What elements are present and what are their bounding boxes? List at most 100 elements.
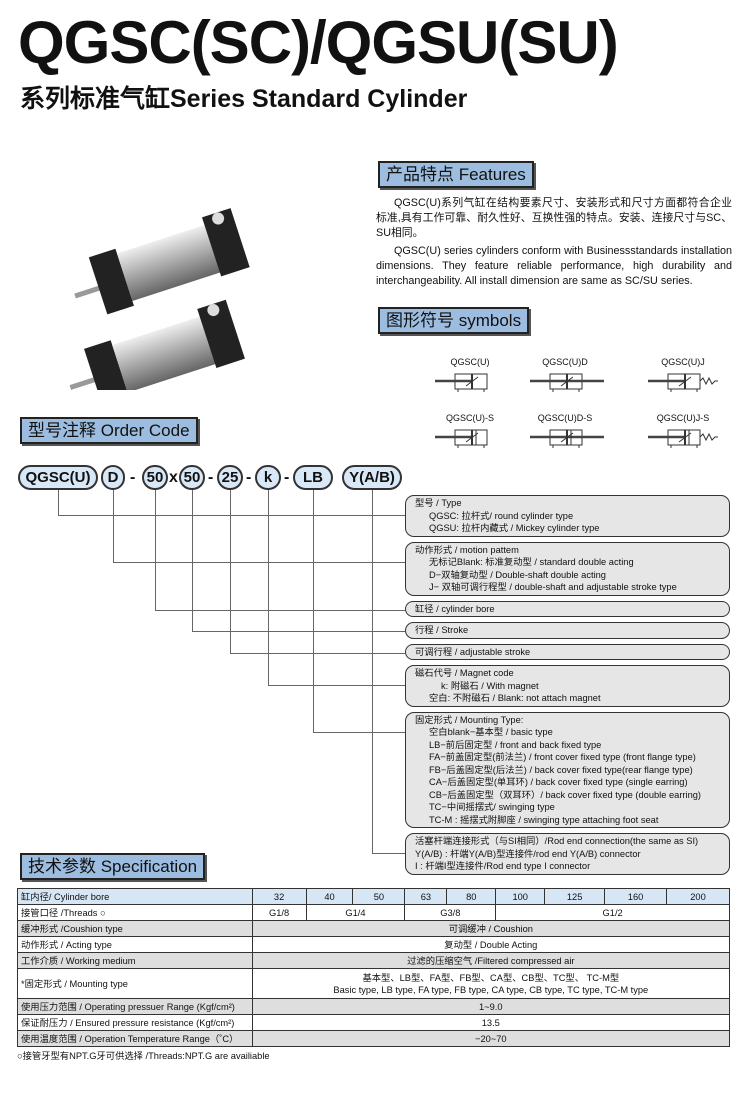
box-line: 缸径 / cylinder bore xyxy=(415,603,495,614)
symbol-label: QGSC(U)D-S xyxy=(537,413,593,423)
features-text: QGSC(U)系列气缸在结构要素尺寸、安装形式和尺寸方面都符合企业标准,具有工作… xyxy=(376,196,732,292)
box-line: 固定形式 / Mounting Type: xyxy=(415,714,524,725)
box-line: 可调行程 / adjustable stroke xyxy=(415,646,531,657)
value-cell: 复动型 / Double Acting xyxy=(251,936,731,953)
connector-line xyxy=(372,853,405,854)
box-line: CB−后盖固定型（双耳环）/ back cover fixed type (do… xyxy=(429,789,702,800)
connector-line xyxy=(113,562,405,563)
features-text-en: QGSC(U) series cylinders conform with Bu… xyxy=(376,245,732,287)
order-code-header: 型号注释 Order Code xyxy=(20,417,198,444)
row-label: *固定形式 / Mounting type xyxy=(17,968,253,999)
row-label: 工作介质 / Working medium xyxy=(17,952,253,969)
code-sep: - xyxy=(208,469,214,486)
box-line: 型号 / Type xyxy=(415,498,462,508)
bore-cell: 200 xyxy=(666,888,730,905)
bore-cell: 80 xyxy=(446,888,497,905)
value-cell: 可调缓冲 / Coushion xyxy=(251,920,731,937)
connector-line xyxy=(313,490,314,732)
symbol-label: QGSC(U)J-S xyxy=(656,413,710,423)
table-row: 保证耐压力 / Ensured pressure resistance (Kgf… xyxy=(17,1014,731,1031)
connector-line xyxy=(58,490,59,515)
cylinder-symbol-icon xyxy=(435,373,488,392)
connector-line xyxy=(313,732,405,733)
box-line: Y(A/B) : 杆端Y(A/B)型连接件/rod end Y(A/B) con… xyxy=(415,848,641,859)
cylinder-symbol-icon xyxy=(530,373,604,392)
symbol-label: QGSC(U)-S xyxy=(446,413,494,423)
symbol-item: QGSC(U)J-S xyxy=(638,413,728,449)
connector-line xyxy=(113,490,114,562)
box-line: TC-M : 摇摆式附脚座 / swinging type attaching … xyxy=(429,814,659,825)
mounting-en: Basic type, LB type, FA type, FB type, C… xyxy=(333,984,649,995)
box-line: 空白blank−基本型 / basic type xyxy=(429,727,553,737)
value-cell: 13.5 xyxy=(251,1014,731,1031)
cylinder-symbol-icon xyxy=(648,429,718,448)
code-motion: D xyxy=(101,465,125,490)
thread-cell: G1/4 xyxy=(305,904,406,921)
box-line: 活塞杆端连接形式（与SI相同）/Rod end connection(the s… xyxy=(415,836,699,846)
connector-line xyxy=(155,609,405,611)
bore-cell: 100 xyxy=(495,888,546,905)
box-line: 动作形式 / motion pattem xyxy=(415,544,519,555)
spec-header: 技术参数 Specification xyxy=(20,853,206,880)
bore-cell: 50 xyxy=(352,888,406,905)
code-mounting: LB xyxy=(293,465,333,490)
cylinder-product-image xyxy=(69,208,250,390)
code-bore: 50 xyxy=(142,465,168,490)
order-code-box: 可调行程 / adjustable stroke xyxy=(405,643,730,660)
box-line: FA−前盖固定型(前法兰) / front cover fixed type (… xyxy=(429,752,696,762)
connector-line xyxy=(372,490,373,853)
value-cell: −20~70 xyxy=(251,1030,731,1047)
connector-line xyxy=(268,685,405,686)
value-cell: 过滤的压缩空气 /Filtered compressed air xyxy=(251,952,731,969)
code-sep: - xyxy=(284,469,290,486)
page-title: QGSC(SC)/QGSU(SU) xyxy=(18,9,619,76)
symbol-label: QGSC(U)J xyxy=(661,357,705,367)
bore-cell: 160 xyxy=(604,888,667,905)
table-row: 使用温度范围 / Operation Temperature Range（˚C）… xyxy=(17,1030,731,1047)
box-line: LB−前后固定型 / front and back fixed type xyxy=(429,739,602,750)
connector-line xyxy=(230,652,405,654)
connector-line xyxy=(58,515,405,516)
thread-cell: G3/8 xyxy=(404,904,497,921)
connector-line xyxy=(192,630,405,632)
order-code-box: 活塞杆端连接形式（与SI相同）/Rod end connection(the s… xyxy=(405,833,730,875)
box-line: 空白: 不附磁石 / Blank: not attach magnet xyxy=(429,693,601,703)
mounting-cn: 基本型、LB型、FA型、FB型、CA型、CB型、TC型、 TC-M型 xyxy=(362,972,620,983)
box-line: k: 附磁石 / With magnet xyxy=(441,680,539,691)
features-text-cn: QGSC(U)系列气缸在结构要素尺寸、安装形式和尺寸方面都符合企业标准,具有工作… xyxy=(376,197,732,239)
row-label: 使用温度范围 / Operation Temperature Range（˚C） xyxy=(17,1030,253,1047)
box-line: QGSU: 拉杆内藏式 / Mickey cylinder type xyxy=(429,523,600,533)
symbol-item: QGSC(U)D xyxy=(520,357,610,393)
code-sep: x xyxy=(169,469,178,486)
code-adjustable-stroke: 25 xyxy=(217,465,243,490)
code-rod-end: Y(A/B) xyxy=(342,465,402,490)
code-sep: - xyxy=(246,469,252,486)
bore-cell: 125 xyxy=(544,888,606,905)
thread-cell: G1/8 xyxy=(251,904,307,921)
symbol-item: QGSC(U)J xyxy=(638,357,728,393)
value-cell: 1~9.0 xyxy=(251,998,731,1015)
box-line: I : 杆端I型连接件/Rod end type I connector xyxy=(415,861,591,871)
box-line: CA−后盖固定型(单耳环) / back cover fixed type (s… xyxy=(429,777,688,787)
footnote: ○接管牙型有NPT.G牙可供选择 /Threads:NPT.G are avai… xyxy=(17,1051,270,1061)
features-header: 产品特点 Features xyxy=(378,161,534,188)
table-row: 使用压力范围 / Operating pressuer Range (Kgf/c… xyxy=(17,998,731,1015)
connector-line xyxy=(155,490,156,610)
connector-line xyxy=(268,490,269,685)
order-code-box: 固定形式 / Mounting Type: 空白blank−基本型 / basic… xyxy=(405,711,730,828)
row-label: 保证耐压力 / Ensured pressure resistance (Kgf… xyxy=(17,1014,253,1031)
symbol-label: QGSC(U) xyxy=(450,357,490,367)
code-stroke: 50 xyxy=(179,465,205,490)
cylinder-symbol-icon xyxy=(530,429,604,448)
row-label: 使用压力范围 / Operating pressuer Range (Kgf/c… xyxy=(17,998,253,1015)
